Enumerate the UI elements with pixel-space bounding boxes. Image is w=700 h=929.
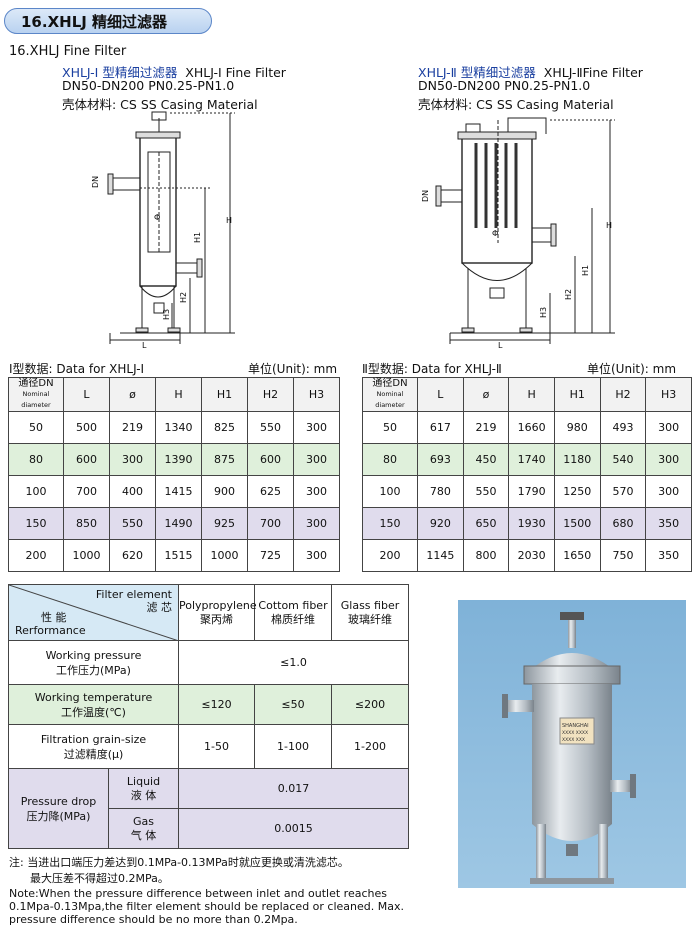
table1-header: H	[155, 377, 202, 412]
label-l-2: L	[498, 341, 503, 350]
table2-header: H	[508, 377, 555, 412]
model2-title-cn: XHLJ-Ⅱ 型精细过滤器	[418, 65, 536, 80]
table1-caption: Ⅰ型数据: Data for XHLJ-Ⅰ	[9, 362, 145, 376]
table2-header: H1	[553, 377, 601, 412]
model2-title: XHLJ-Ⅱ 型精细过滤器 XHLJ-ⅡFine Filter	[418, 62, 643, 81]
label-phi-2: Φ	[492, 229, 498, 238]
label-h1: H1	[193, 232, 202, 243]
corner-diagonal	[9, 585, 179, 641]
performance-table: Filter element 滤 芯 性 能 Rerformance Polyp…	[8, 584, 409, 849]
table2-caption: Ⅱ型数据: Data for XHLJ-Ⅱ	[362, 362, 502, 376]
note-en-3: pressure difference should be no more th…	[9, 913, 298, 926]
table1-header: H2	[247, 377, 294, 412]
model2-range: DN50-DN200 PN0.25-PN1.0	[418, 78, 591, 93]
label-h1-2: H1	[581, 265, 590, 276]
table2-header: H3	[645, 377, 692, 412]
table1-header: ø	[109, 377, 156, 412]
model1-range: DN50-DN200 PN0.25-PN1.0	[62, 78, 235, 93]
product-photo: SHANGHAI XXXX XXXX XXXX XXX	[458, 600, 686, 888]
model1-title-cn: XHLJ-I 型精细过滤器	[62, 65, 178, 80]
label-phi: Φ	[154, 213, 160, 222]
table2-header: L	[417, 377, 464, 412]
model1-material: 壳体材料: CS SS Casing Material	[62, 97, 258, 112]
nameplate-line2: XXXX XXXX	[562, 730, 588, 736]
label-h2-2: H2	[564, 289, 573, 300]
drawing-model2: DN Φ H H1 H2 H3 L	[421, 117, 615, 350]
label-h2: H2	[179, 292, 188, 303]
nameplate-line3: XXXX XXX	[562, 737, 585, 743]
model1-title-en: XHLJ-I Fine Filter	[185, 65, 286, 80]
table1-header: L	[63, 377, 110, 412]
corner-bottom-label: 性 能 Rerformance	[15, 611, 86, 637]
model1-title: XHLJ-I 型精细过滤器 XHLJ-I Fine Filter	[62, 62, 286, 81]
note-en-1: Note:When the pressure difference betwee…	[9, 887, 387, 900]
table1-header: H3	[293, 377, 340, 412]
label-l: L	[142, 341, 147, 350]
note-cn-2: 最大压差不得超过0.2MPa。	[30, 872, 169, 885]
table1-header: H1	[201, 377, 248, 412]
label-h-2: H	[606, 221, 612, 230]
model2-title-en: XHLJ-ⅡFine Filter	[543, 65, 643, 80]
filter-illustration: SHANGHAI XXXX XXXX XXXX XXX	[502, 612, 636, 884]
table2-unit: 单位(Unit): mm	[587, 362, 677, 376]
table1-unit: 单位(Unit): mm	[248, 362, 338, 376]
label-h3: H3	[162, 309, 171, 320]
label-dn: DN	[91, 176, 100, 188]
drawing-model1: DN Φ H H1 H2 H3 L	[91, 111, 235, 350]
note-cn-1: 注: 当进出口端压力差达到0.1MPa-0.13MPa时就应更换或清洗滤芯。	[9, 856, 349, 869]
section-banner: 16.XHLJ 精细过滤器	[4, 8, 212, 34]
table2-header: ø	[462, 377, 510, 412]
corner-top-label: Filter element 滤 芯	[95, 588, 172, 614]
label-h3-2: H3	[539, 307, 548, 318]
model2-material: 壳体材料: CS SS Casing Material	[418, 97, 614, 112]
subtitle: 16.XHLJ Fine Filter	[9, 44, 127, 59]
nameplate-line1: SHANGHAI	[562, 723, 589, 729]
label-h: H	[226, 216, 232, 225]
table2-header: H2	[599, 377, 647, 412]
label-dn-2: DN	[421, 190, 430, 202]
note-en-2: 0.1Mpa-0.13Mpa,the filter element should…	[9, 900, 404, 913]
corner-cell: Filter element 滤 芯 性 能 Rerformance	[8, 584, 179, 641]
